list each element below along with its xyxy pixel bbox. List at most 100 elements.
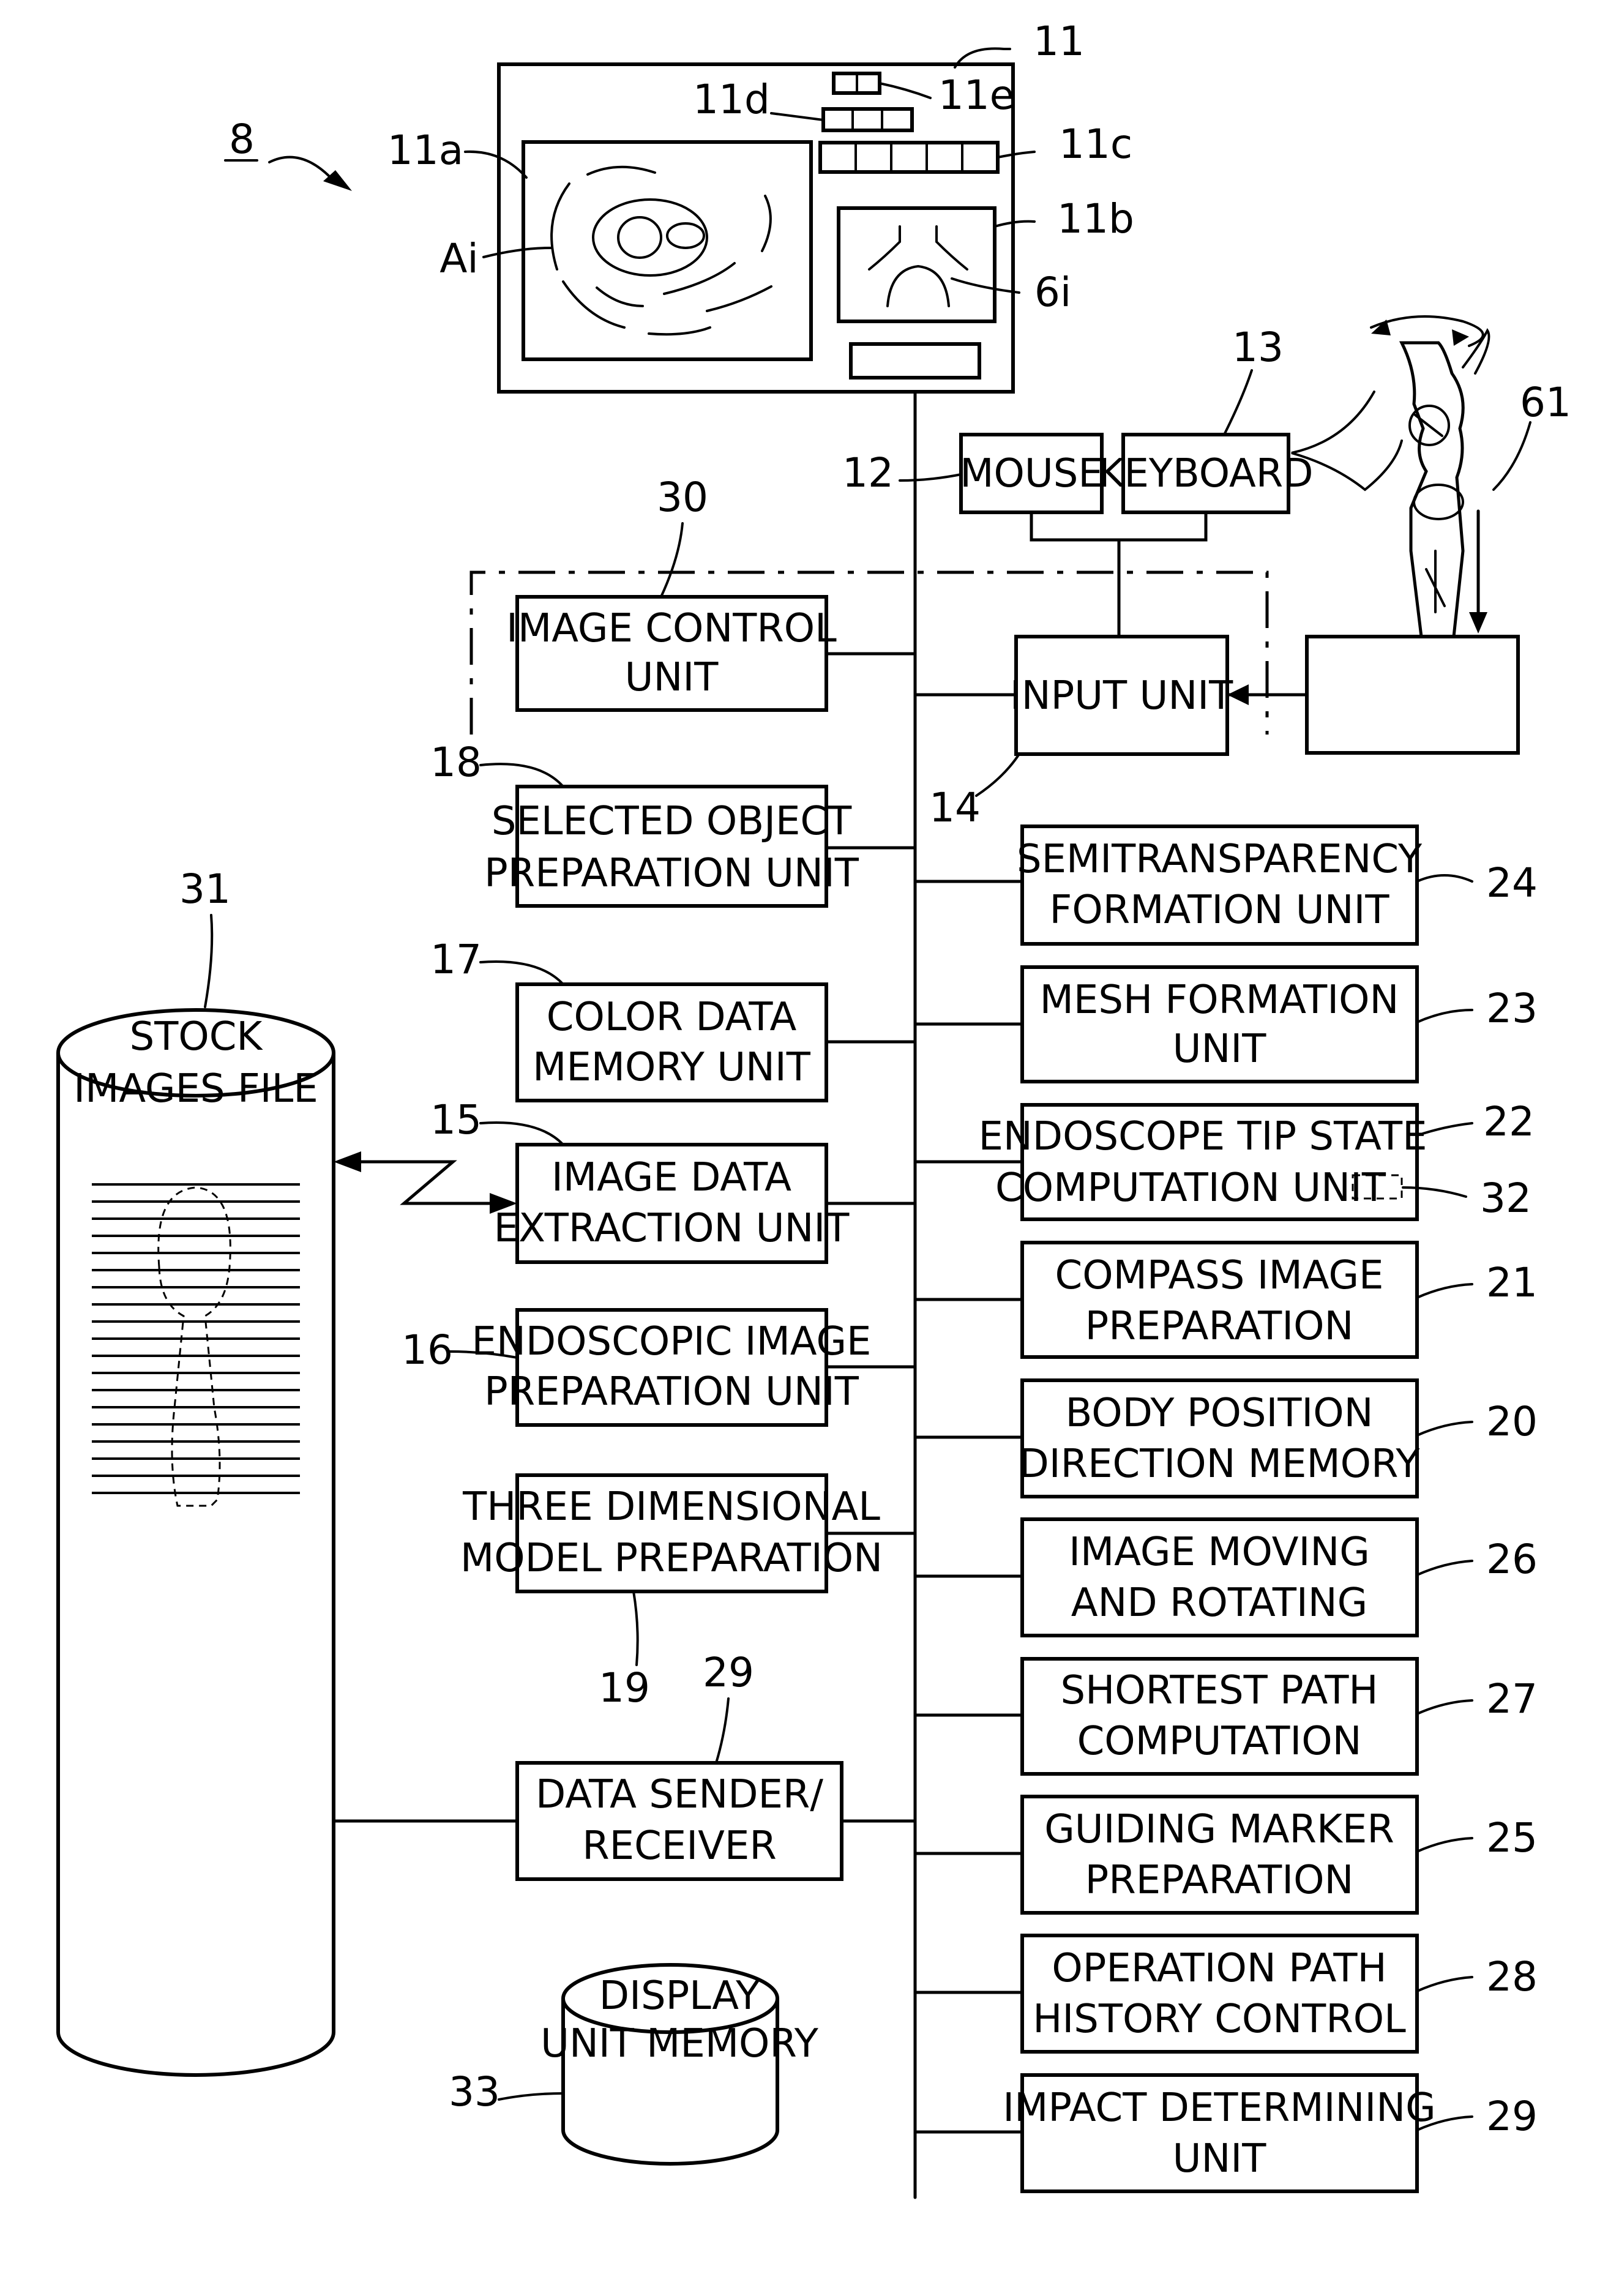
svg-text:PREPARATION: PREPARATION [1085, 1858, 1354, 1903]
svg-text:SELECTED OBJECT: SELECTED OBJECT [492, 799, 852, 844]
stock-images-ref: 31 [179, 866, 231, 913]
svg-text:UNIT: UNIT [1173, 1026, 1267, 1072]
svg-text:MESH FORMATION: MESH FORMATION [1040, 978, 1399, 1023]
main-view-panel [523, 142, 811, 359]
svg-text:MODEL PREPARATION: MODEL PREPARATION [460, 1536, 883, 1581]
guiding-marker-preparation-box: GUIDING MARKER PREPARATION [1022, 1797, 1417, 1913]
mesh-formation-unit-box: MESH FORMATION UNIT [1022, 967, 1417, 1082]
shortest-path-computation-box: SHORTEST PATH COMPUTATION [1022, 1659, 1417, 1774]
mouse-box: MOUSE [960, 435, 1103, 512]
keyboard-box: KEYBOARD [1098, 435, 1313, 512]
three-dimensional-model-preparation-box: THREE DIMENSIONAL MODEL PREPARATION [460, 1475, 883, 1591]
svg-text:COMPUTATION: COMPUTATION [1077, 1719, 1362, 1764]
svg-text:DATA SENDER/: DATA SENDER/ [536, 1772, 823, 1817]
svg-text:MOUSE: MOUSE [960, 451, 1103, 496]
svg-text:32: 32 [1480, 1175, 1531, 1222]
sub-view-panel [839, 208, 995, 321]
impact-determining-unit-box: IMPACT DETERMINING UNIT [1003, 2075, 1435, 2191]
svg-text:UNIT: UNIT [1173, 2136, 1267, 2182]
svg-text:23: 23 [1486, 985, 1538, 1032]
selected-object-preparation-unit-box: SELECTED OBJECT PREPARATION UNIT [484, 787, 859, 906]
image-moving-and-rotating-box: IMAGE MOVING AND ROTATING [1022, 1519, 1417, 1636]
svg-text:16: 16 [402, 1326, 453, 1374]
svg-text:HISTORY CONTROL: HISTORY CONTROL [1033, 1997, 1406, 2042]
svg-text:IMAGE CONTROL: IMAGE CONTROL [506, 606, 837, 651]
svg-text:15: 15 [430, 1096, 482, 1143]
endoscope-illustration [1292, 316, 1518, 753]
svg-text:EXTRACTION UNIT: EXTRACTION UNIT [494, 1206, 850, 1251]
color-data-memory-unit-box: COLOR DATA MEMORY UNIT [517, 984, 826, 1101]
svg-text:28: 28 [1486, 1953, 1538, 2000]
svg-text:29: 29 [703, 1649, 754, 1696]
svg-text:IMPACT DETERMINING: IMPACT DETERMINING [1003, 2085, 1435, 2131]
image-data-extraction-unit-box: IMAGE DATA EXTRACTION UNIT [494, 1145, 850, 1262]
svg-text:11b: 11b [1057, 195, 1134, 242]
svg-text:30: 30 [657, 474, 708, 521]
svg-text:MEMORY UNIT: MEMORY UNIT [533, 1045, 811, 1090]
svg-text:PREPARATION UNIT: PREPARATION UNIT [484, 1369, 859, 1415]
figure-ref: 8 [225, 116, 352, 191]
svg-text:11: 11 [1033, 18, 1085, 65]
display-memory-ref: 33 [449, 2068, 500, 2115]
svg-text:DIRECTION MEMORY: DIRECTION MEMORY [1019, 1442, 1420, 1487]
svg-text:RECEIVER: RECEIVER [582, 1823, 777, 1869]
svg-text:6i: 6i [1034, 269, 1071, 316]
small-buttons [823, 109, 912, 130]
svg-text:UNIT MEMORY: UNIT MEMORY [540, 2021, 819, 2066]
svg-text:INPUT UNIT: INPUT UNIT [1010, 673, 1233, 719]
svg-text:FORMATION UNIT: FORMATION UNIT [1050, 888, 1390, 933]
svg-text:19: 19 [599, 1664, 650, 1711]
svg-text:THREE DIMENSIONAL: THREE DIMENSIONAL [462, 1484, 880, 1530]
svg-text:18: 18 [430, 739, 482, 786]
svg-text:ENDOSCOPE TIP STATE: ENDOSCOPE TIP STATE [978, 1114, 1427, 1159]
svg-text:UNIT: UNIT [625, 655, 719, 700]
svg-text:11c: 11c [1059, 121, 1132, 168]
svg-text:COMPASS IMAGE: COMPASS IMAGE [1055, 1253, 1384, 1298]
svg-text:AND ROTATING: AND ROTATING [1071, 1580, 1368, 1626]
svg-text:26: 26 [1486, 1536, 1538, 1583]
svg-text:29: 29 [1486, 2093, 1538, 2140]
svg-text:PREPARATION: PREPARATION [1085, 1304, 1354, 1349]
display-slot [851, 344, 979, 378]
svg-text:IMAGES FILE: IMAGES FILE [73, 1066, 318, 1112]
svg-text:BODY POSITION: BODY POSITION [1065, 1391, 1373, 1436]
svg-text:COLOR DATA: COLOR DATA [547, 995, 797, 1040]
semitransparency-formation-unit-box: SEMITRANSPARENCY FORMATION UNIT [1017, 826, 1423, 944]
svg-text:11e: 11e [938, 72, 1015, 119]
mouse-ref: 12 [842, 449, 894, 496]
body-position-direction-memory-box: BODY POSITION DIRECTION MEMORY [1019, 1380, 1420, 1497]
svg-text:8: 8 [229, 116, 255, 163]
svg-text:25: 25 [1486, 1814, 1538, 1861]
data-sender-receiver-box: DATA SENDER/ RECEIVER [517, 1763, 842, 1879]
compass-image-preparation-box: COMPASS IMAGE PREPARATION [1022, 1243, 1417, 1357]
svg-text:17: 17 [430, 936, 482, 983]
svg-text:SHORTEST PATH: SHORTEST PATH [1060, 1668, 1378, 1713]
endoscope-ref: 61 [1520, 379, 1571, 426]
operation-path-history-control-box: OPERATION PATH HISTORY CONTROL [1022, 1935, 1417, 2052]
keyboard-ref: 13 [1232, 324, 1284, 371]
endoscope-tip-state-computation-unit-box: ENDOSCOPE TIP STATE COMPUTATION UNIT [978, 1105, 1427, 1219]
image-control-unit-box: IMAGE CONTROL UNIT [506, 597, 837, 710]
svg-text:27: 27 [1486, 1675, 1538, 1722]
svg-text:Ai: Ai [439, 235, 479, 282]
svg-text:DISPLAY: DISPLAY [599, 1973, 760, 2019]
svg-text:STOCK: STOCK [130, 1014, 264, 1060]
svg-text:GUIDING MARKER: GUIDING MARKER [1044, 1807, 1394, 1852]
svg-text:IMAGE MOVING: IMAGE MOVING [1069, 1530, 1370, 1575]
svg-text:11a: 11a [387, 127, 463, 174]
svg-text:11d: 11d [693, 76, 770, 123]
button-row [820, 143, 998, 172]
svg-text:PREPARATION UNIT: PREPARATION UNIT [484, 851, 859, 896]
svg-text:21: 21 [1486, 1259, 1538, 1306]
svg-text:IMAGE DATA: IMAGE DATA [552, 1155, 791, 1200]
svg-text:OPERATION PATH: OPERATION PATH [1052, 1946, 1386, 1991]
svg-text:22: 22 [1483, 1098, 1535, 1145]
endoscope-box [1307, 637, 1518, 753]
input-unit-box: INPUT UNIT [1010, 637, 1233, 754]
svg-text:ENDOSCOPIC IMAGE: ENDOSCOPIC IMAGE [472, 1319, 872, 1364]
display-unit-memory-cylinder: DISPLAY UNIT MEMORY [540, 1965, 819, 2164]
svg-text:COMPUTATION UNIT: COMPUTATION UNIT [995, 1165, 1386, 1211]
endoscopic-image-preparation-unit-box: ENDOSCOPIC IMAGE PREPARATION UNIT [472, 1310, 872, 1425]
svg-text:20: 20 [1486, 1398, 1538, 1445]
